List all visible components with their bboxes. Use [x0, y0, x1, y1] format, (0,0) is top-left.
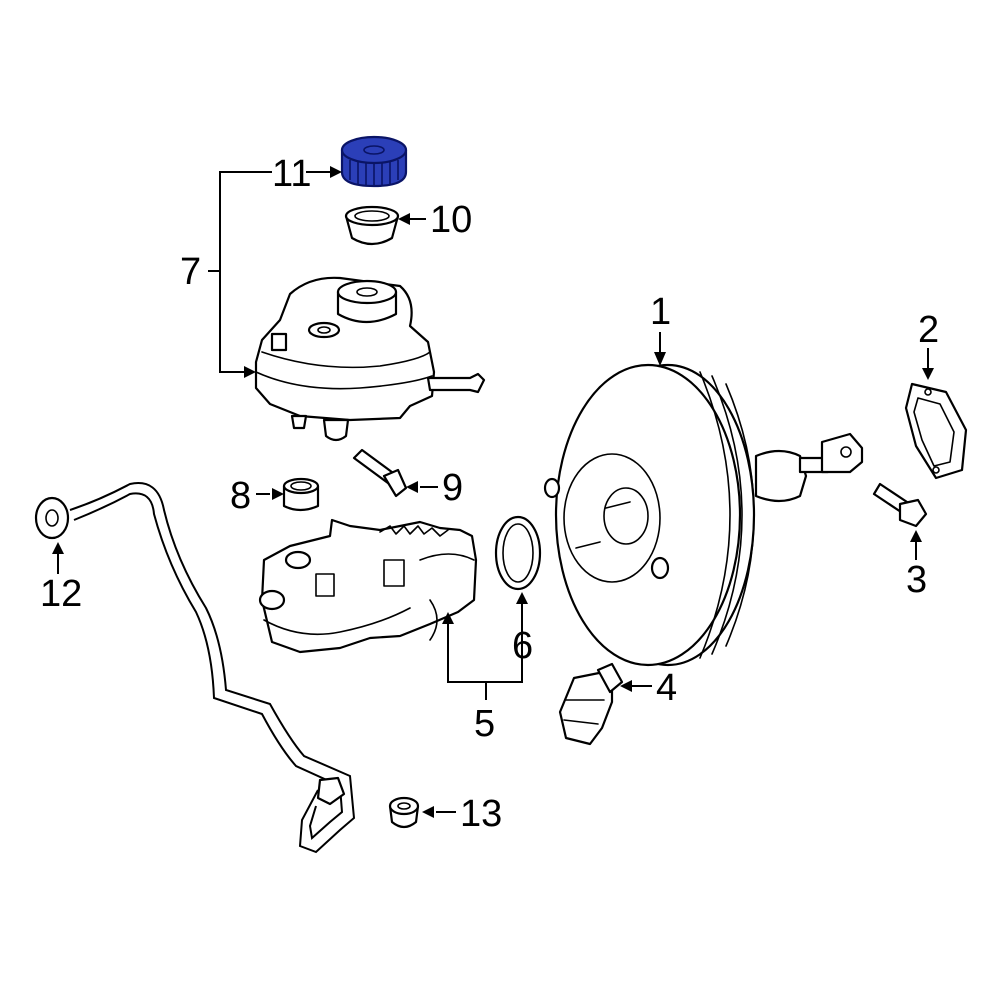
callout-3: 3: [906, 559, 927, 601]
part-9-fitting[interactable]: [352, 448, 408, 498]
callout-4: 4: [656, 667, 677, 709]
callout-10: 10: [430, 199, 472, 241]
callout-9: 9: [442, 467, 463, 509]
part-12-vacuum-hose[interactable]: [34, 482, 356, 854]
callout-6: 6: [512, 625, 533, 667]
part-11-reservoir-cap[interactable]: [340, 135, 408, 188]
callout-1: 1: [650, 291, 671, 333]
part-6-seal-ring[interactable]: [494, 515, 542, 591]
leader-lines: [52, 166, 934, 818]
callout-12: 12: [40, 573, 82, 615]
part-5-master-cylinder[interactable]: [258, 518, 478, 654]
part-2-gasket[interactable]: [904, 382, 968, 480]
callout-8: 8: [230, 475, 251, 517]
part-13-plug[interactable]: [388, 796, 420, 829]
part-7-reservoir[interactable]: [254, 276, 486, 442]
callout-13: 13: [460, 793, 502, 835]
callout-7: 7: [180, 251, 201, 293]
part-1-brake-booster[interactable]: [543, 363, 864, 667]
part-4-sensor[interactable]: [558, 662, 624, 746]
part-10-strainer[interactable]: [344, 205, 400, 246]
callout-11: 11: [272, 153, 311, 195]
callout-2: 2: [918, 309, 939, 351]
callout-5: 5: [474, 703, 495, 745]
callout-labels: 11 10 7 9 8 6 5 1 2 3 4 12 13: [40, 153, 939, 835]
part-8-grommet[interactable]: [282, 477, 320, 512]
part-3-bolt[interactable]: [872, 482, 928, 528]
